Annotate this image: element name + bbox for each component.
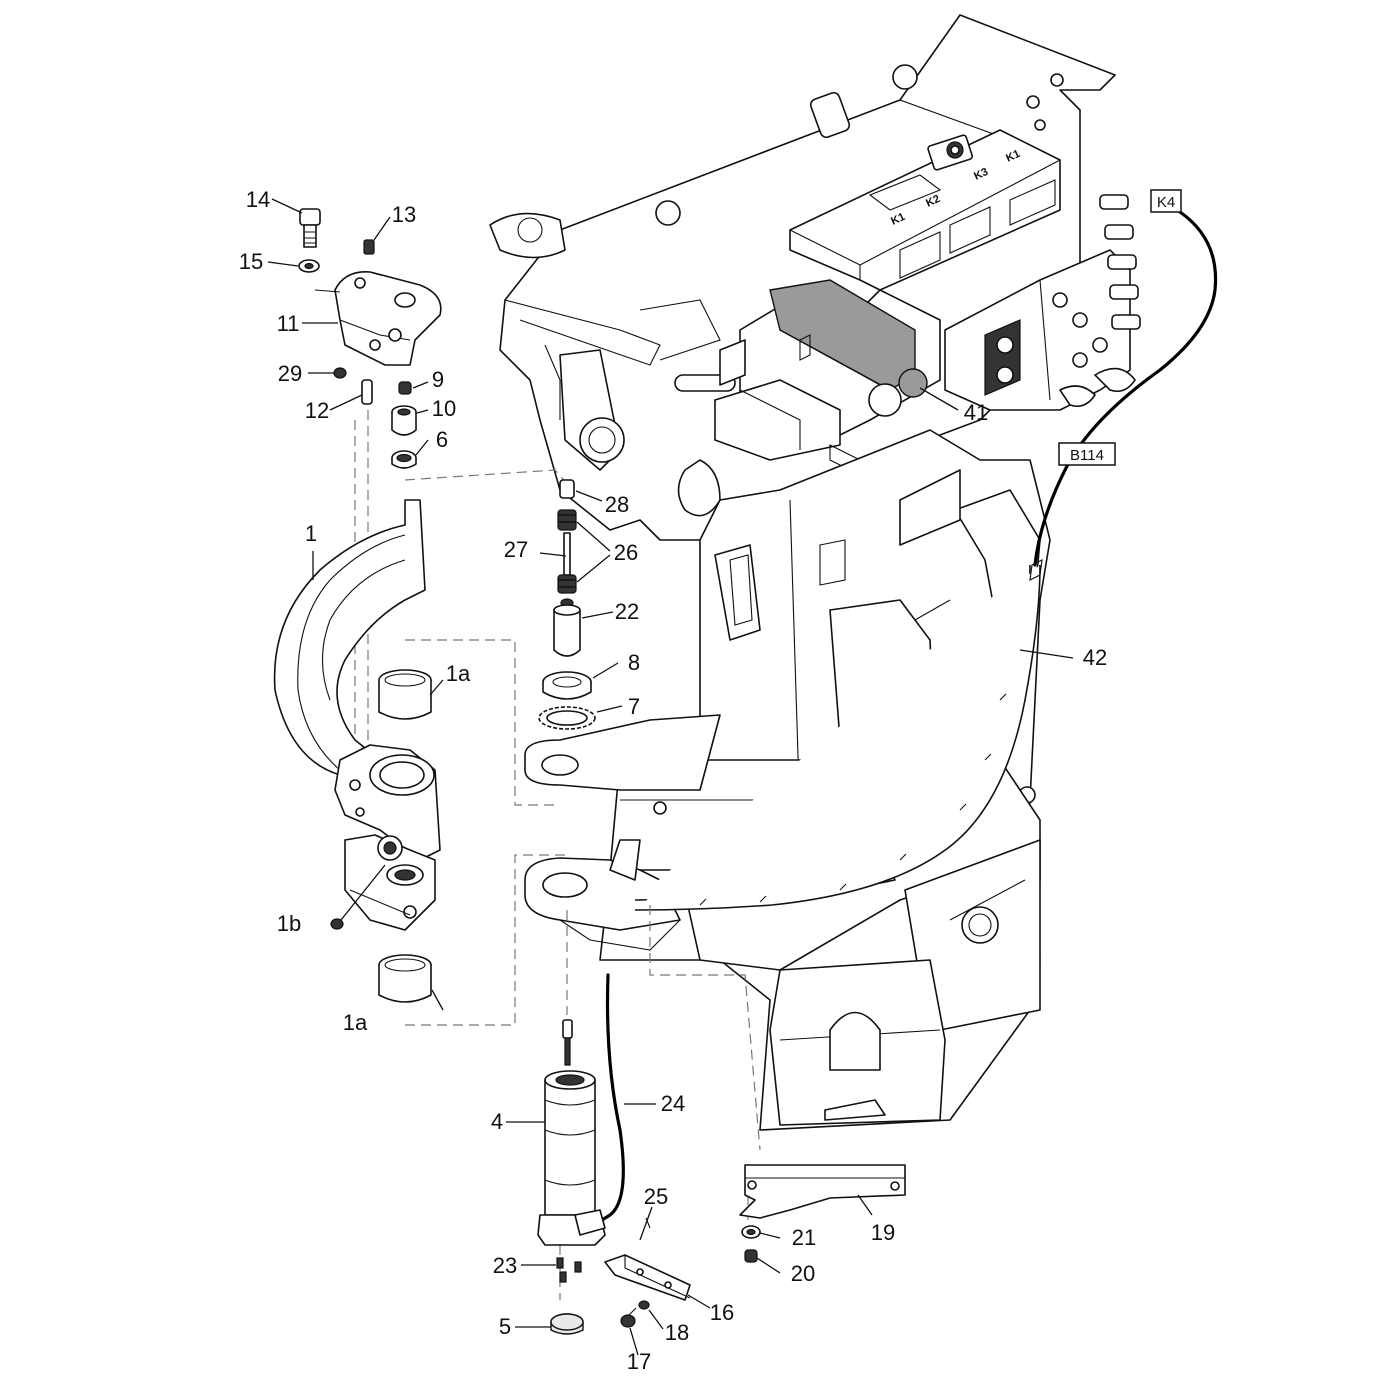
control-box-label-k1-second: K1	[1004, 148, 1022, 165]
swing-mount-plates	[524, 714, 721, 951]
callout-8: 8	[628, 650, 640, 675]
callout-22: 22	[615, 599, 639, 624]
part-20-bolt	[744, 1249, 758, 1263]
callout-25: 25	[644, 1184, 668, 1209]
part-21-washer	[741, 1225, 761, 1239]
part-19-guard-plate	[739, 1164, 906, 1219]
part-1-steering-arm	[273, 499, 441, 931]
callout-11: 11	[277, 311, 300, 336]
part-6-seal	[391, 450, 417, 469]
part-7-lock-washer	[538, 706, 596, 730]
callout-12: 12	[305, 398, 329, 423]
callout-1: 1	[305, 521, 317, 546]
part-8-nut	[542, 671, 592, 700]
callout-17: 17	[627, 1349, 651, 1374]
part-15-washer	[298, 259, 320, 273]
callout-28: 28	[605, 492, 629, 517]
leader-lines	[267, 198, 1074, 1356]
callout-26: 26	[614, 540, 638, 565]
part-28-plug	[559, 479, 575, 499]
callout-4: 4	[491, 1109, 503, 1134]
part-5-cap	[550, 1313, 584, 1335]
part-26-nut-lower	[557, 574, 577, 594]
callout-42: 42	[1083, 645, 1107, 670]
callout-10: 10	[432, 396, 456, 421]
part-1a-bushing-top	[378, 669, 432, 720]
callout-16: 16	[710, 1300, 734, 1325]
part-1a-bushing-bottom	[378, 954, 432, 1003]
callout-6: 6	[436, 427, 448, 452]
part-18-washer	[638, 1300, 650, 1310]
valve-block	[674, 279, 941, 476]
callout-41: 41	[964, 400, 988, 425]
callout-23: 23	[493, 1253, 517, 1278]
control-box-label-k2: K2	[924, 193, 942, 210]
connector-tag-k4-label: K4	[1157, 194, 1175, 211]
part-1b-grease-nipple	[330, 864, 386, 930]
cable-k4-b114	[1033, 210, 1218, 567]
part-27-rod	[563, 532, 571, 576]
connector-tag-b114: B114	[1058, 442, 1116, 466]
callout-5: 5	[499, 1314, 511, 1339]
part-12-pin	[361, 379, 373, 405]
callout-15: 15	[239, 249, 263, 274]
callout-7: 7	[628, 694, 640, 719]
callout-29: 29	[278, 361, 302, 386]
part-16-bracket	[604, 1254, 691, 1301]
callout-27: 27	[504, 537, 528, 562]
part-11-bracket	[314, 271, 442, 366]
part-4-pivot-cylinder	[537, 1019, 606, 1246]
callout-1b: 1b	[277, 911, 301, 936]
connector-tag-b114-label: B114	[1070, 447, 1104, 464]
part-26-nut-upper	[557, 509, 577, 531]
hydraulic-manifold	[944, 194, 1141, 411]
callout-21: 21	[792, 1225, 816, 1250]
part-14-bolt	[299, 208, 321, 248]
control-box-label-k1: K1	[889, 211, 907, 228]
part-23-screws	[556, 1257, 582, 1283]
cable-42	[634, 559, 1043, 911]
connector-tag-k4: K4	[1150, 189, 1182, 213]
part-9-nut	[398, 381, 412, 395]
callout-18: 18	[665, 1320, 689, 1345]
part-22-sensor	[553, 598, 581, 657]
part-13-set-screw	[363, 239, 375, 255]
control-box-label-k3: K3	[972, 166, 990, 183]
callout-1a-bottom: 1a	[343, 1010, 368, 1035]
control-box: K1 K2 K3 K1	[789, 129, 1061, 291]
callout-24: 24	[661, 1091, 685, 1116]
callout-9: 9	[432, 367, 444, 392]
part-29-screw	[333, 367, 347, 379]
callout-13: 13	[392, 202, 416, 227]
callout-20: 20	[791, 1261, 815, 1286]
part-25-clip	[639, 1206, 653, 1241]
callout-14: 14	[246, 187, 270, 212]
callout-labels: 14 13 15 11 29 9 12 10 6 28 1 27 26 22 8…	[239, 187, 1107, 1374]
callout-19: 19	[871, 1220, 895, 1245]
part-10-bushing	[391, 405, 417, 436]
callout-1a-top: 1a	[446, 661, 471, 686]
part-17-screw	[620, 1307, 637, 1328]
